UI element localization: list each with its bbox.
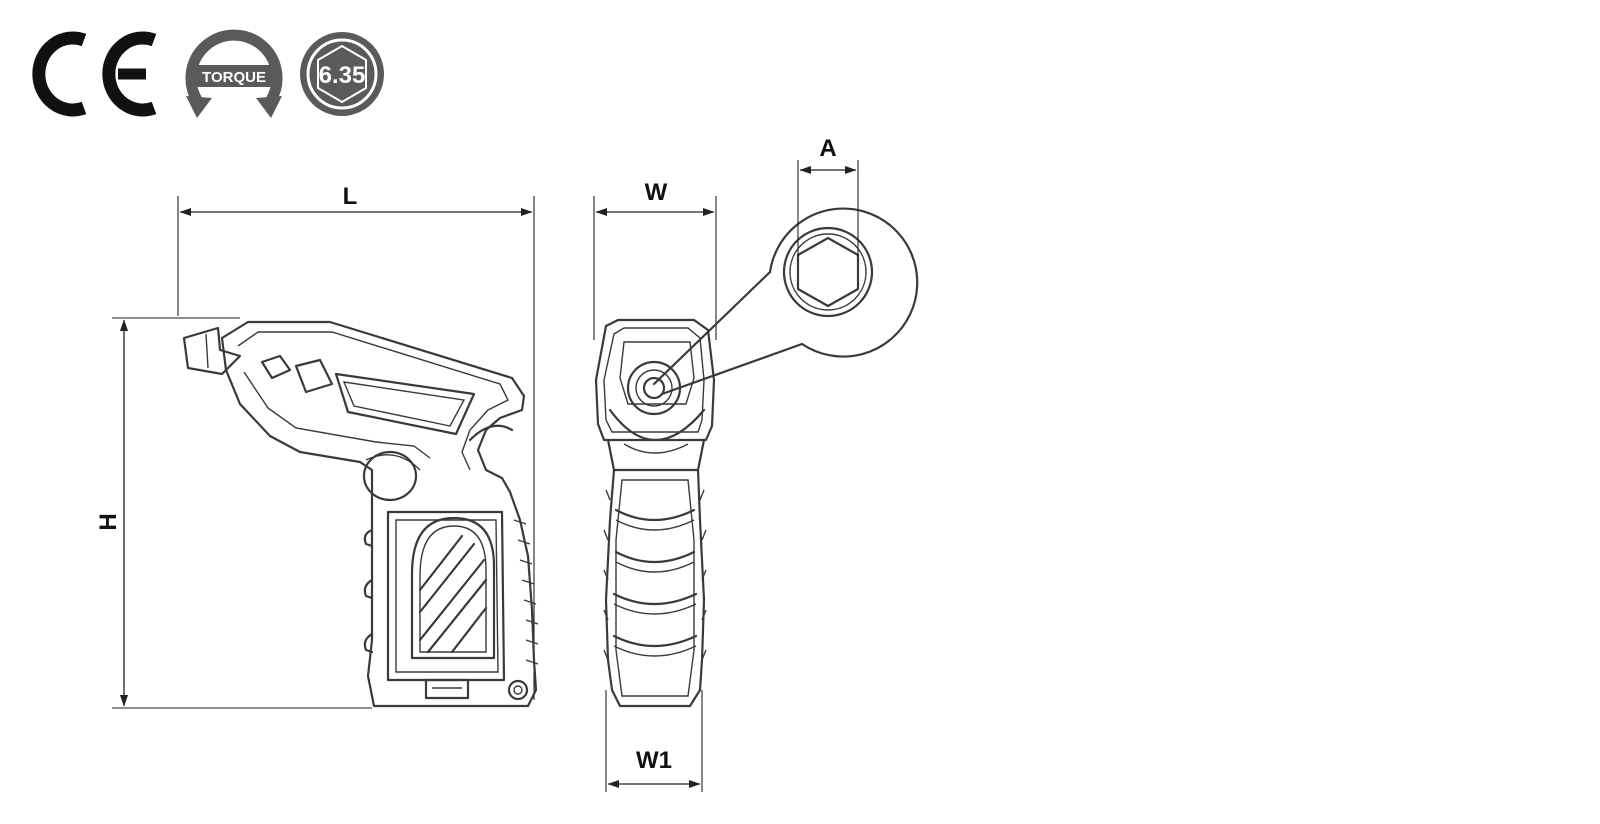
screwdriver-side-view	[182, 320, 539, 708]
length-label: L	[343, 183, 358, 210]
hex-size-dimension: A	[797, 135, 859, 256]
height-dimension: H	[95, 317, 372, 709]
length-dimension: L	[177, 183, 535, 700]
torque-icon: TORQUE	[185, 29, 283, 118]
width-base-dimension: W1	[605, 690, 703, 792]
hex-size-label: A	[819, 135, 836, 162]
height-label: H	[95, 513, 122, 530]
ce-mark-icon: CE	[32, 31, 157, 117]
width-base-label: W1	[636, 747, 672, 774]
width-dimension: W	[593, 179, 717, 340]
screwdriver-front-view	[594, 318, 716, 708]
torque-label: TORQUE	[202, 69, 266, 86]
hex-socket-detail	[652, 207, 919, 396]
width-label: W	[645, 179, 668, 206]
hex-bit-label: 6.35	[319, 62, 366, 89]
hex-bit-icon: 6.35	[300, 32, 384, 116]
